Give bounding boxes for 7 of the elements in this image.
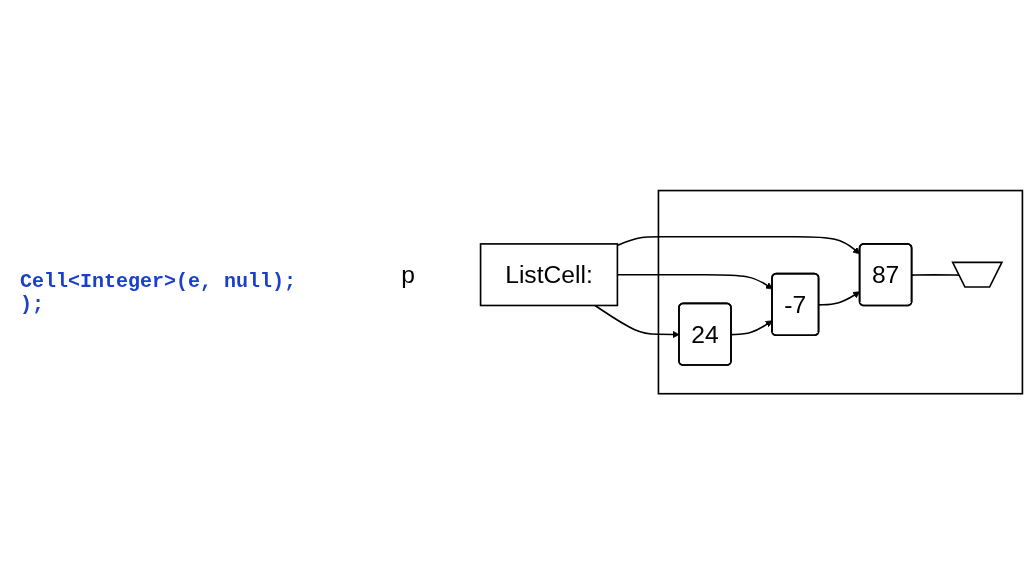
node-box: ListCell:: [479, 243, 619, 307]
arrow: [730, 320, 773, 336]
cluster: [657, 190, 1024, 395]
node-label: p: [401, 261, 415, 289]
code-line: );: [20, 292, 45, 316]
node-ground: [951, 261, 1004, 289]
code-line: Cell<Integer>(e, null);: [20, 269, 298, 293]
